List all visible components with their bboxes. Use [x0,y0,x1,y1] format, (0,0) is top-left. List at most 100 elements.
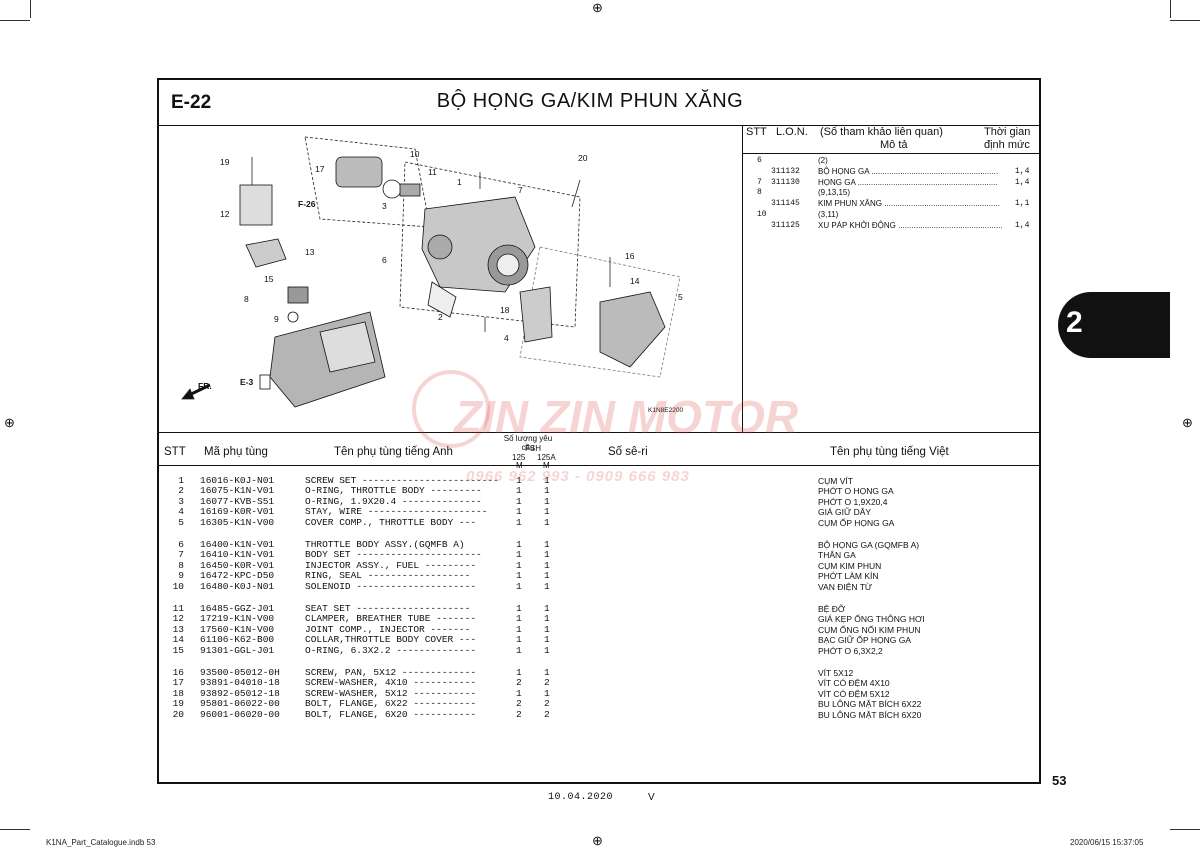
cell-part-no: 16400-K1N-V01 [200,539,275,550]
ref-header-desc-sub: Mô tả [880,139,908,151]
cell-name-vi: BU LÔNG MẶT BÍCH 6X22 [818,699,922,710]
cell-name-vi: GIÁ KẸP ỐNG THÔNG HƠI [818,614,925,625]
cell-part-no: 61106-K62-B00 [200,634,275,646]
cell-name-en: THROTTLE BODY ASSY.(GQMFB A) [305,539,465,550]
cell-q1: 1 [516,667,522,678]
cell-stt: 5 [178,516,184,528]
cell-q2: 2 [544,698,550,710]
cell-stt: 4 [178,506,184,518]
cell-q1: 1 [516,570,522,582]
chapter-tab-label: 2 [1066,306,1083,339]
svg-text:16: 16 [625,251,635,261]
cell-part-no: 16485-GGZ-J01 [200,603,275,614]
cell-part-no: 96001-06020-00 [200,708,280,720]
svg-text:10: 10 [410,149,420,159]
ref-cell-time: 1,1 [1015,199,1030,209]
footer-file: K1NA_Part_Catalogue.indb 53 [46,838,156,847]
cell-name-vi: VAN ĐIỆN TỪ [818,581,873,592]
ref-cell-time: 1,4 [1015,166,1030,176]
cell-q1: 1 [516,644,522,656]
cell-q1: 1 [516,539,522,550]
cell-name-vi: BẠC GIỮ ỐP HỌNG GA [818,635,912,646]
cell-name-en: COLLAR,THROTTLE BODY COVER --- [305,634,477,646]
ref-cell-time: 1,4 [1015,177,1030,187]
watermark-logo-icon [412,370,490,448]
cell-stt: 19 [172,698,184,710]
cell-q2: 1 [544,570,550,582]
cell-name-en: SEAT SET -------------------- [305,603,471,614]
crop-mark [1170,829,1200,830]
cell-part-no: 16016-K0J-N01 [200,475,275,486]
cell-q2: 1 [544,559,550,571]
cell-q2: 1 [544,485,550,497]
cell-q2: 1 [544,549,550,561]
table-row: 5 16305-K1N-V00 COVER COMP., THROTTLE BODY… [160,516,1040,529]
ref-table-row: 6(2) [745,155,1035,166]
page-number: 53 [1052,773,1067,788]
cell-q1: 2 [516,677,522,689]
cell-q2: 2 [544,677,550,689]
cell-q1: 1 [516,559,522,571]
col-header-model-b: 125A [537,453,556,462]
cell-name-vi: VÍT 5X12 [818,668,854,678]
cell-q2: 1 [544,580,550,592]
cell-q1: 1 [516,634,522,646]
watermark-phones: 0966 962 993 - 0909 666 983 [466,468,690,485]
cell-name-vi: PHỚT O 6,3X2,2 [818,645,883,656]
crop-mark [1170,0,1171,18]
exploded-diagram: 19 10 17 11 1 7 20 12 F-26 3 13 6 16 15 … [160,127,742,432]
section-code: E-22 [171,92,212,113]
cell-stt: 16 [172,667,184,678]
cell-part-no: 16410-K1N-V01 [200,549,275,561]
cell-part-no: 16305-K1N-V00 [200,516,275,528]
cell-q2: 1 [544,623,550,635]
cell-name-en: BOLT, FLANGE, 6X22 ----------- [305,698,477,710]
ref-cell-stt: 7 [757,177,762,187]
table-row: 19 95801-06022-00 BOLT, FLANGE, 6X22 -----… [160,699,1040,710]
cell-name-en: JOINT COMP., INJECTOR ------- [305,623,471,635]
cell-stt: 15 [172,644,184,656]
svg-text:8: 8 [244,294,249,304]
cell-name-vi: CỤM ỐNG NỐI KIM PHUN [818,624,921,635]
cell-q2: 1 [544,687,550,699]
cell-name-en: INJECTOR ASSY., FUEL --------- [305,559,477,571]
cell-name-en: COVER COMP., THROTTLE BODY --- [305,516,477,528]
cell-stt: 1 [178,475,184,486]
cell-name-en: BOLT, FLANGE, 6X20 ----------- [305,708,477,720]
col-header-serial: Số sê-ri [608,446,648,458]
cell-q2: 1 [544,613,550,625]
registration-mark-icon: ⊕ [592,0,603,15]
cell-stt: 9 [178,570,184,582]
ref-header-desc: (Số tham khảo liên quan) [820,126,943,138]
ref-cell-lon: 311132 [771,166,800,176]
cell-part-no: 95801-06022-00 [200,698,280,710]
svg-text:12: 12 [220,209,230,219]
cell-name-en: SCREW-WASHER, 4X10 ----------- [305,677,477,689]
ref-cell-lon: 311125 [771,220,800,230]
ref-header-time-sub: định mức [984,139,1030,151]
svg-text:F-26: F-26 [298,199,316,209]
cell-stt: 7 [178,549,184,561]
svg-text:7: 7 [518,185,523,195]
registration-mark-icon: ⊕ [592,833,603,848]
ref-cell-desc: KIM PHUN XĂNG ..........................… [818,199,1000,209]
cell-name-vi: CỤM KIM PHUN [818,560,882,571]
footer-stamp: 2020/06/15 15:37:05 [1070,838,1144,847]
registration-mark-icon: ⊕ [1182,415,1193,430]
ref-header-time: Thời gian [984,126,1031,138]
ref-table-row: 8(9,13,15) [745,187,1035,198]
cell-stt: 17 [172,677,184,689]
cell-q1: 2 [516,708,522,720]
svg-text:4: 4 [504,333,509,343]
cell-q2: 1 [544,634,550,646]
cell-stt: 10 [172,580,184,592]
cell-q1: 1 [516,506,522,518]
cell-name-en: O-RING, 6.3X2.2 -------------- [305,644,477,656]
